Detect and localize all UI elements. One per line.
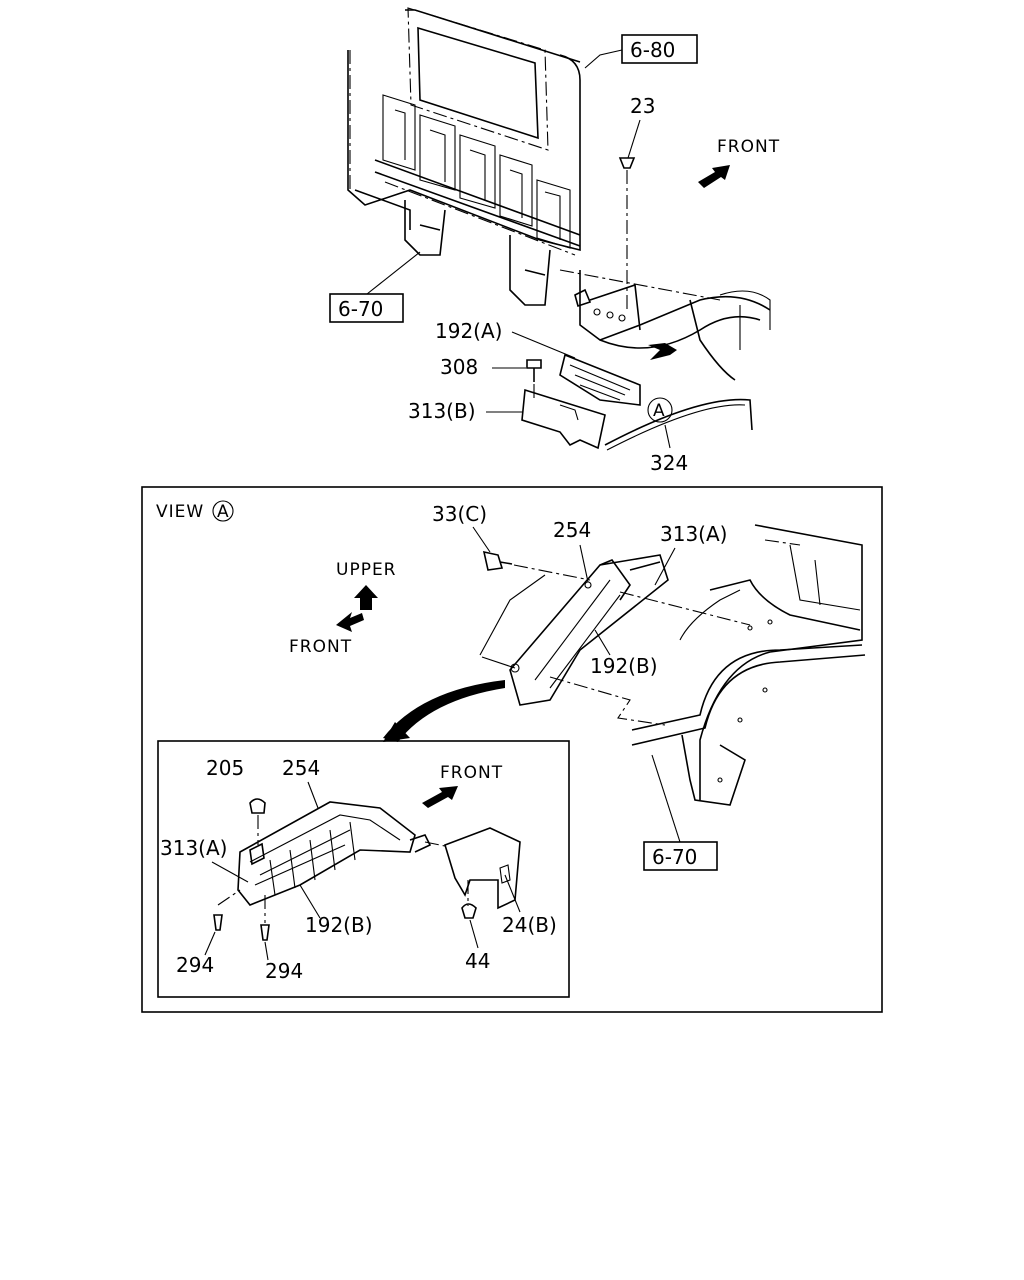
inset-bracket — [237, 801, 446, 906]
part-33c-label: 33(C) — [432, 502, 487, 526]
direction-indicator: UPPER FRONT — [289, 560, 397, 657]
front-arrow-top: FRONT — [698, 137, 780, 188]
part-23: 23 — [618, 94, 655, 310]
part-313a-inset-label: 313(A) — [160, 836, 227, 860]
label-254-inset: 254 — [282, 756, 320, 809]
part-308-label: 308 — [440, 355, 478, 379]
ref-6-70-top-label: 6-70 — [338, 297, 383, 321]
ref-6-70-top: 6-70 — [329, 251, 421, 323]
label-192b-inset: 192(B) — [299, 884, 373, 937]
part-254-inset-label: 254 — [282, 756, 320, 780]
ref-6-80: 6-80 — [584, 34, 698, 69]
part-192a-label: 192(A) — [435, 319, 502, 343]
bracket-192a: 192(A) — [435, 319, 641, 406]
label-313a-inset: 313(A) — [160, 836, 249, 883]
bolt-308: 308 — [440, 355, 542, 400]
part-192b-inset-label: 192(B) — [305, 913, 373, 937]
front-view-label: FRONT — [289, 637, 352, 657]
view-a-title: VIEW A — [156, 500, 234, 522]
part-294-1-label: 294 — [176, 953, 214, 977]
inset-frame — [157, 740, 570, 998]
circle-a-view: A — [217, 502, 230, 522]
rear-fender — [559, 269, 771, 381]
part-44-label: 44 — [465, 949, 490, 973]
screws-294: 294 294 — [176, 889, 303, 983]
bolt-33c: 33(C) — [432, 502, 591, 581]
ref-6-70-view: 6-70 — [643, 754, 718, 871]
inset-front: FRONT — [422, 763, 503, 808]
cap-205: 205 — [206, 756, 266, 845]
cover-24b: 24(B) — [444, 827, 557, 937]
fender-view — [631, 524, 866, 806]
part-294-2-label: 294 — [265, 959, 303, 983]
part-24b-label: 24(B) — [502, 913, 557, 937]
part-205-label: 205 — [206, 756, 244, 780]
bracket-assembly-view: 254 313(A) 192(B) — [479, 518, 751, 726]
part-324-label: 324 — [650, 451, 688, 475]
part-313b-label: 313(B) — [408, 399, 476, 423]
strip-324: 324 — [604, 398, 753, 475]
ref-6-80-label: 6-80 — [630, 38, 675, 62]
front-inset-label: FRONT — [440, 763, 503, 783]
view-a-frame — [141, 486, 883, 1013]
view-a-label: VIEW — [156, 502, 204, 522]
part-313a-view-label: 313(A) — [660, 522, 727, 546]
front-top-label: FRONT — [717, 137, 780, 157]
cab-rear-panel — [347, 7, 581, 306]
circle-a-top: A — [653, 401, 666, 421]
ref-6-70-view-label: 6-70 — [652, 845, 697, 869]
part-254-view-label: 254 — [553, 518, 591, 542]
upper-label: UPPER — [336, 560, 397, 580]
part-192b-view-label: 192(B) — [590, 654, 658, 678]
part-23-label: 23 — [630, 94, 655, 118]
clip-44: 44 — [461, 880, 490, 973]
view-a-arrow: A — [647, 343, 677, 423]
cover-313b: 313(B) — [408, 388, 606, 450]
